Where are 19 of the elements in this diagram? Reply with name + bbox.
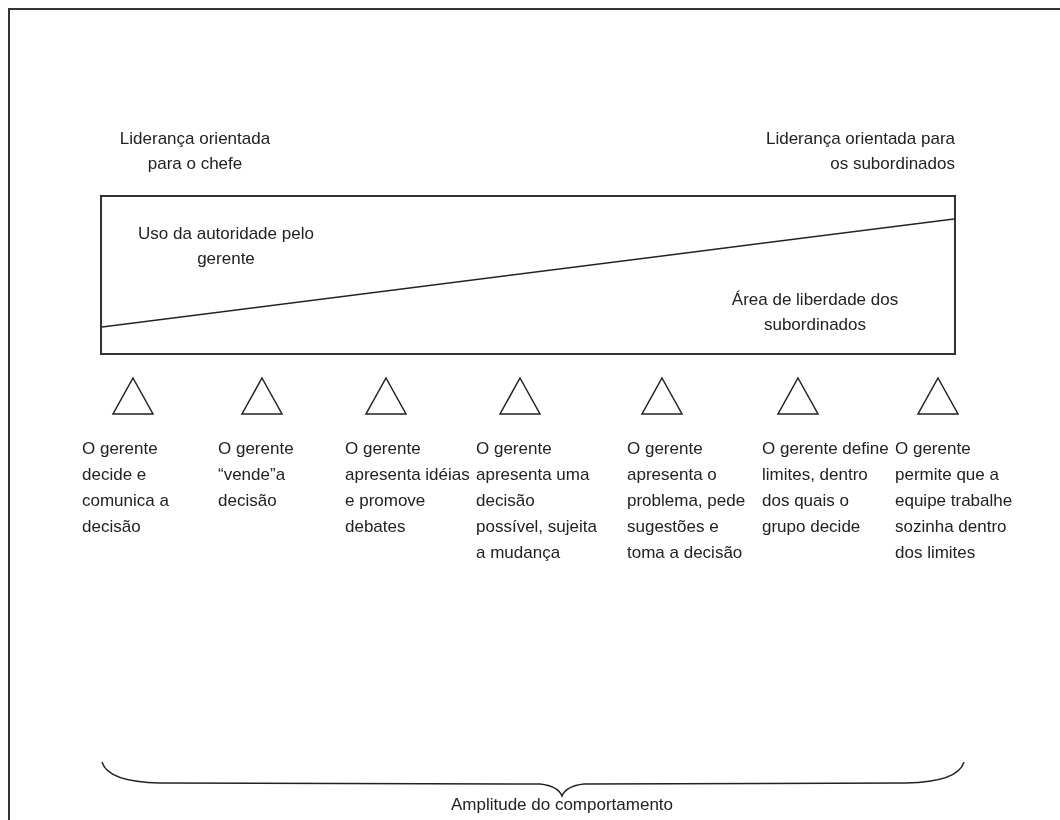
triangle-marker	[240, 376, 284, 416]
triangle-marker	[364, 376, 408, 416]
behavior-text: O gerente permite que a equipe trabalhe sozinha dentro dos limites	[895, 438, 1014, 564]
behavior-text: O gerente “vende”a decisão	[218, 438, 295, 512]
behavior-text: O gerente apresenta idéias e promove debates	[345, 438, 471, 538]
behavior-text: O gerente decide e comunica a decisão	[82, 438, 170, 538]
region-text: Área de liberdade dos subordinados	[730, 289, 900, 336]
behavior-text: O gerente define limites, dentro dos quais o grupo decide	[762, 438, 890, 538]
triangle-marker	[776, 376, 820, 416]
triangle-marker	[916, 376, 960, 416]
triangle-marker	[640, 376, 684, 416]
triangle-marker	[111, 376, 155, 416]
behavior-text: O gerente apresenta uma decisão possível, sujeita a mudança	[476, 438, 598, 564]
heading-text: Liderança orientada para o chefe	[118, 128, 272, 175]
behavior-text: O gerente apresenta o problema, pede sugestões e toma a decisão	[627, 438, 747, 564]
heading-text: Liderança orientada para os subordinados	[764, 128, 955, 175]
triangle-marker	[498, 376, 542, 416]
range-label: Amplitude do comportamento	[449, 794, 675, 816]
region-text: Uso da autoridade pelo gerente	[137, 223, 315, 270]
